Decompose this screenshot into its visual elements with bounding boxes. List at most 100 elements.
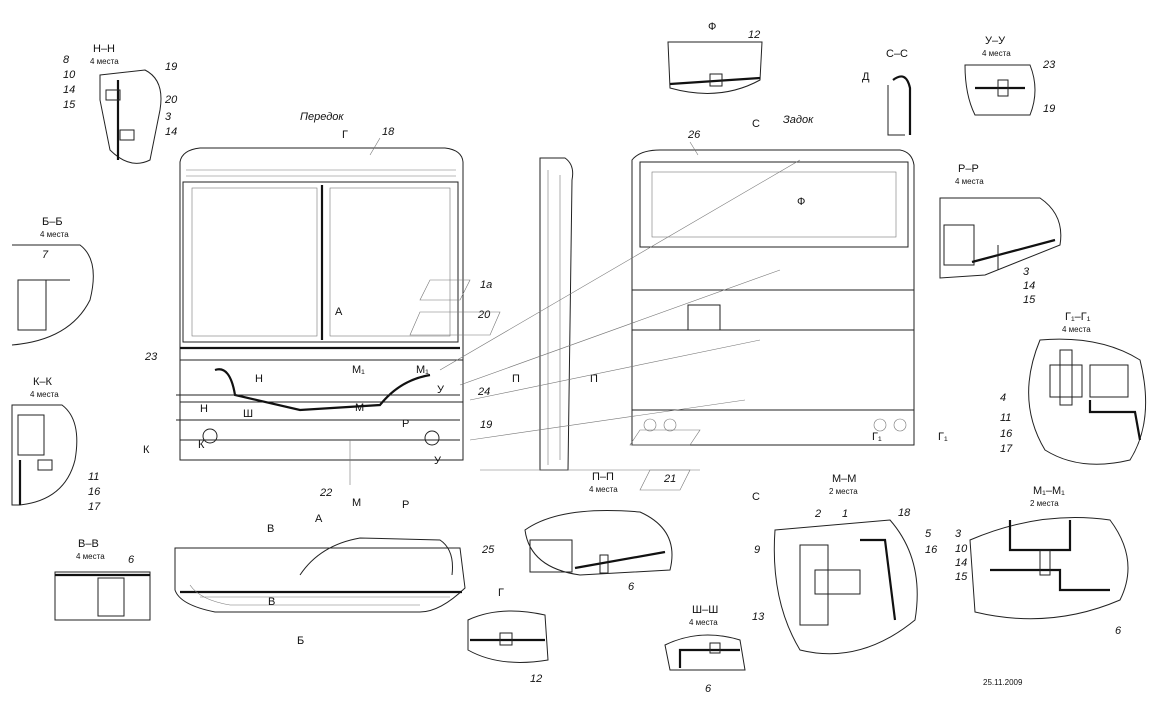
callout: 25 [481, 544, 495, 556]
section-title: Ш–Ш [692, 604, 718, 616]
callout: 9 [754, 544, 760, 556]
section-pp: П–П 4 места 6 [524, 471, 673, 593]
section-title: Н–Н [93, 43, 115, 55]
front-title: Передок [300, 111, 344, 123]
section-title: Ф [708, 21, 716, 33]
callout: 18 [382, 126, 395, 138]
section-title: Г [498, 587, 504, 599]
callout: 3 [165, 111, 172, 123]
callout: 11 [1000, 412, 1011, 424]
section-count: 2 места [1030, 499, 1059, 508]
callout: 8 [63, 54, 70, 66]
rear-view: Задок 26 С С Ф Г₁ Г₁ [631, 114, 948, 503]
callout: 20 [477, 309, 491, 321]
callout: 17 [1000, 443, 1013, 455]
marker-p: П [512, 373, 520, 385]
callout: 6 [705, 683, 712, 695]
view-label: А [315, 513, 323, 525]
callout: 3 [1023, 266, 1030, 278]
marker-m-2: М [352, 497, 361, 509]
section-count: 2 места [829, 487, 858, 496]
callout: 19 [165, 61, 177, 73]
callout: 16 [925, 544, 938, 556]
callout: 22 [319, 487, 332, 499]
callout: 4 [1000, 392, 1006, 404]
callout: 16 [1000, 428, 1013, 440]
callout: 10 [955, 543, 968, 555]
section-title: Г₁–Г₁ [1065, 311, 1091, 323]
marker-g1: Г₁ [872, 431, 882, 443]
marker-g: Г [342, 129, 348, 141]
marker-v: В [267, 523, 274, 535]
section-count: 4 места [90, 57, 119, 66]
section-count: 4 места [76, 552, 105, 561]
callout: 24 [477, 386, 490, 398]
section-shsh: Ш–Ш 4 места 6 [664, 604, 746, 695]
callout: 6 [128, 554, 135, 566]
section-count: 4 места [1062, 325, 1091, 334]
section-count: 4 места [982, 49, 1011, 58]
section-gg1: Г₁–Г₁ 4 места 4 11 16 17 [1000, 311, 1147, 465]
section-count: 4 места [30, 390, 59, 399]
callout: 14 [63, 84, 75, 96]
callout: 6 [1115, 625, 1122, 637]
marker-n-2: Н [200, 403, 208, 415]
section-mm: М–М 2 места 2 1 18 5 16 9 13 [752, 473, 938, 655]
marker-u-2: У [434, 455, 442, 467]
section-count: 4 места [40, 230, 69, 239]
callout: 14 [165, 126, 177, 138]
marker-g1-2: Г₁ [938, 431, 948, 443]
callout: 17 [88, 501, 101, 513]
section-planes [409, 159, 801, 491]
callout: 23 [144, 351, 158, 363]
section-ff: Ф 12 [667, 21, 763, 94]
marker-d: Д [862, 71, 870, 83]
callout: 18 [898, 507, 911, 519]
callout: 11 [88, 471, 99, 483]
section-nn: Н–Н 4 места 8 10 14 15 19 20 3 14 [63, 43, 178, 164]
callout: 20 [164, 94, 178, 106]
section-title: М₁–М₁ [1033, 485, 1065, 497]
section-ss: С–С Д [862, 48, 912, 136]
front-view: Передок 18 1а 20 23 24 19 22 21 Г А К К … [143, 111, 676, 511]
callout: 5 [925, 528, 932, 540]
marker-p-2: П [590, 373, 598, 385]
callout: 12 [530, 673, 542, 685]
section-g: Г 12 [467, 587, 549, 685]
marker-s: С [752, 118, 760, 130]
section-title: У–У [985, 35, 1006, 47]
marker-v-2: В [268, 596, 275, 608]
section-uu: У–У 4 места 23 19 [964, 35, 1056, 116]
side-profile [539, 157, 574, 471]
callout: 15 [63, 99, 76, 111]
callout: 14 [955, 557, 967, 569]
section-m1m1: М₁–М₁ 2 места 3 10 14 15 6 [955, 485, 1129, 637]
marker-sh: Ш [243, 408, 253, 420]
marker-a: А [335, 306, 343, 318]
section-kk: К–К 4 места 11 16 17 [11, 376, 101, 513]
section-title: М–М [832, 473, 856, 485]
callout: 23 [1042, 59, 1056, 71]
marker-u: У [437, 384, 445, 396]
section-vv: В–В 4 места 6 [54, 538, 151, 621]
rear-title: Задок [783, 114, 814, 126]
section-title: П–П [592, 471, 614, 483]
callout: 21 [663, 473, 676, 485]
callout: 1 [842, 508, 848, 520]
marker-m1-2: М₁ [416, 364, 429, 376]
callout: 15 [955, 571, 968, 583]
marker-k: К [143, 444, 150, 456]
marker-m1: М₁ [352, 364, 365, 376]
marker-f: Ф [797, 196, 805, 208]
section-count: 4 места [589, 485, 618, 494]
marker-s-2: С [752, 491, 760, 503]
section-title: Б–Б [42, 216, 63, 228]
callout: 2 [814, 508, 821, 520]
callout: 19 [480, 419, 492, 431]
bottom-plan-view: А 25 В В Б [174, 513, 495, 647]
callout: 1а [480, 279, 492, 291]
section-count: 4 места [689, 618, 718, 627]
callout: 14 [1023, 280, 1035, 292]
date-stamp: 25.11.2009 [983, 678, 1023, 687]
callout: 10 [63, 69, 76, 81]
